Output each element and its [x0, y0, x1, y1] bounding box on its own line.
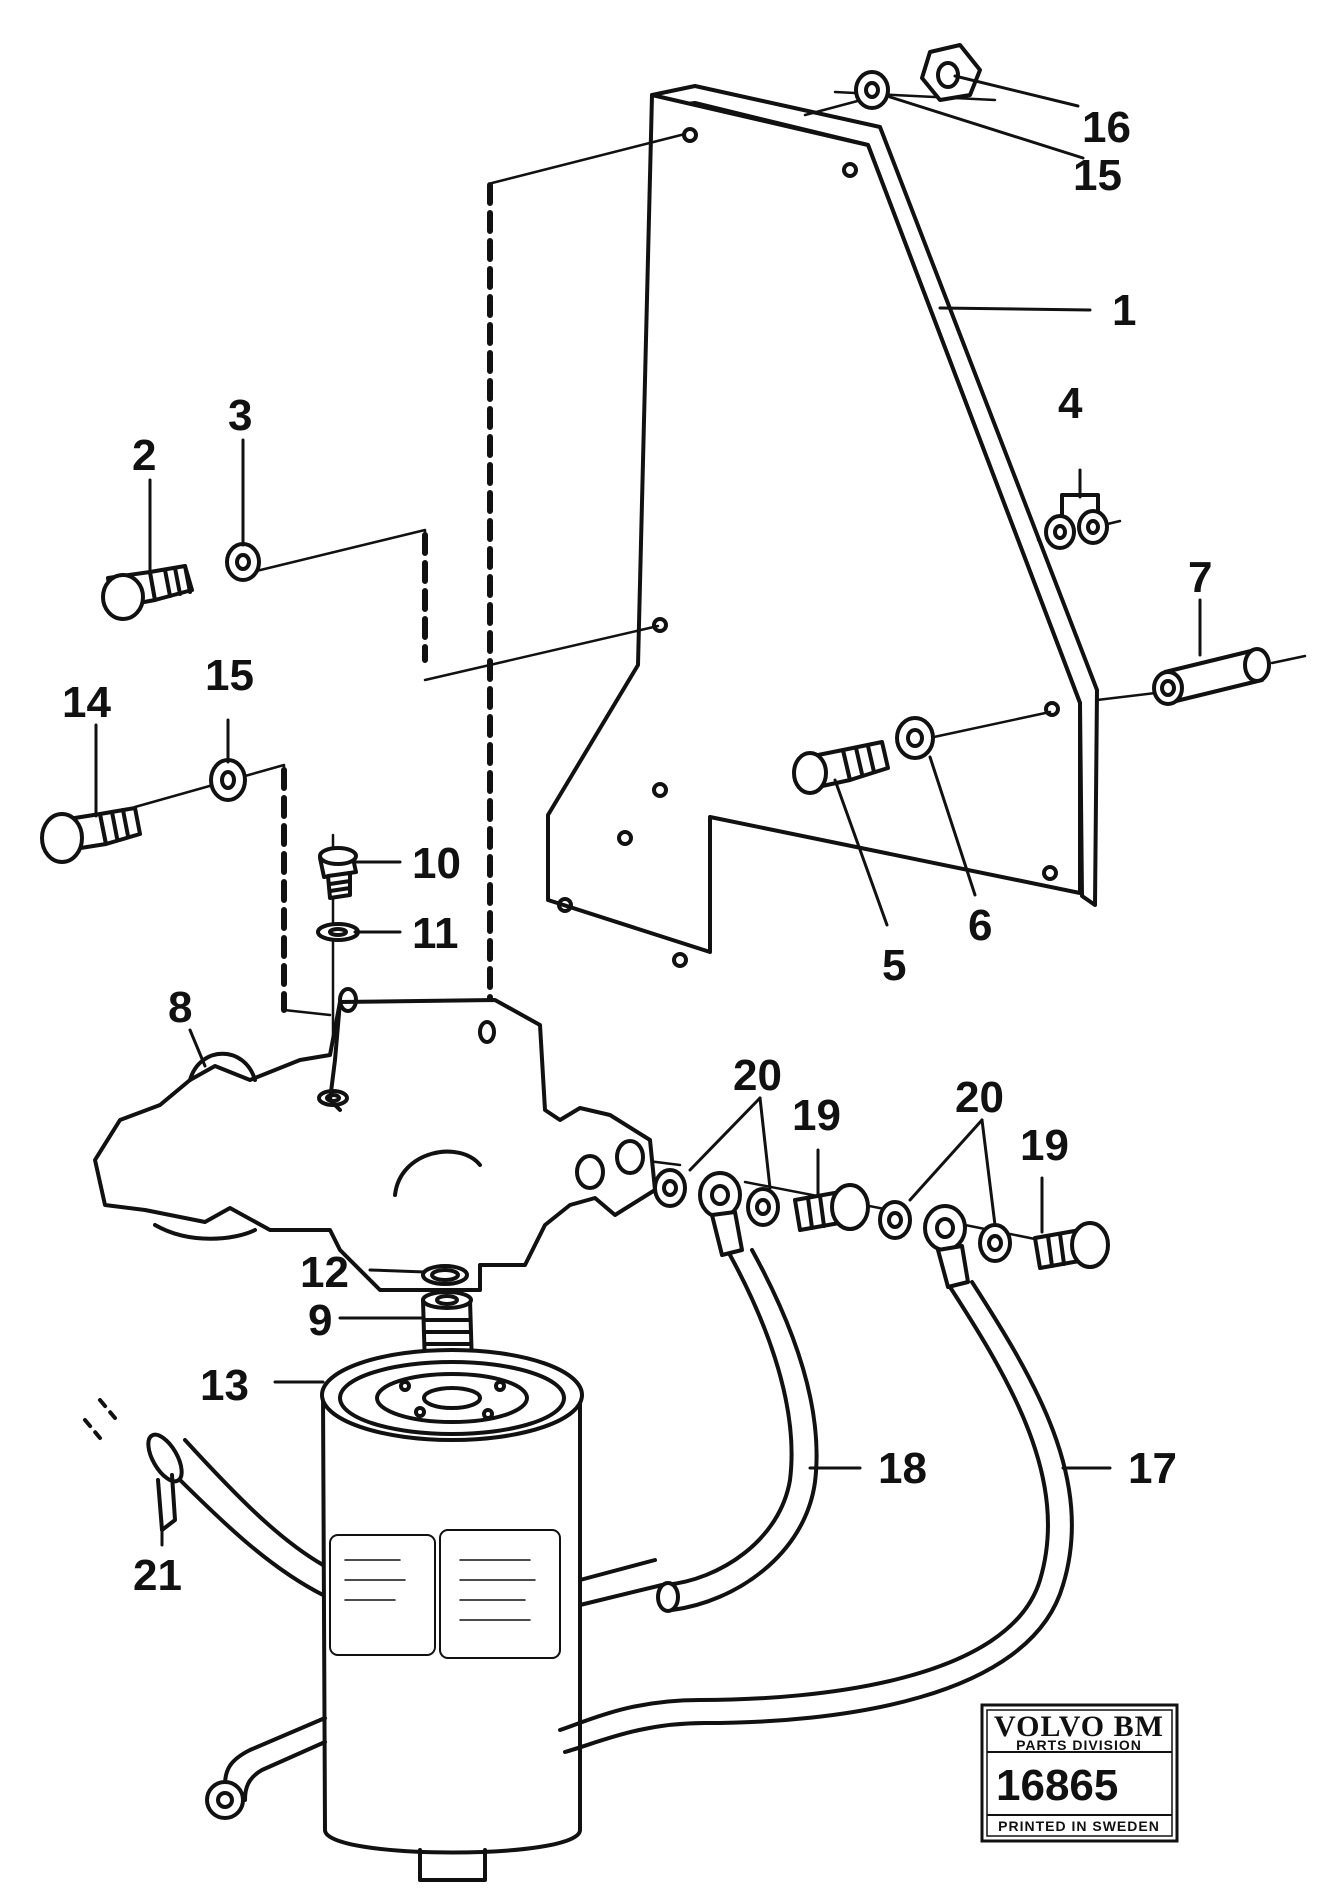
banjo-fitting-17: [923, 1204, 970, 1289]
banjo-fitting-18: [698, 1171, 744, 1257]
callout-17: 17: [1128, 1444, 1177, 1493]
bracket-plate: [546, 84, 1099, 968]
callout-3: 3: [228, 391, 252, 440]
callout-14: 14: [62, 678, 111, 727]
washer-15-top: [854, 70, 890, 110]
callout-16: 16: [1082, 103, 1131, 152]
seal-12: [421, 1264, 469, 1286]
callout-1: 1: [1112, 286, 1136, 335]
callout-15-top: 15: [1073, 151, 1122, 200]
callout-20-b: 20: [955, 1073, 1004, 1122]
filter-cartridge-13: [320, 1348, 584, 1882]
callout-5: 5: [882, 941, 906, 990]
spacer-pair-4: [1044, 493, 1109, 550]
callout-13: 13: [200, 1361, 249, 1410]
callout-21: 21: [133, 1551, 182, 1600]
hose-17: [558, 1280, 1074, 1754]
banjo-bolt-19-a: [793, 1183, 870, 1232]
hose-lower: [205, 1558, 664, 1820]
callout-10: 10: [412, 839, 461, 888]
callout-18: 18: [878, 1444, 927, 1493]
callout-8: 8: [168, 983, 192, 1032]
callout-20-a: 20: [733, 1051, 782, 1100]
callout-11: 11: [412, 909, 459, 958]
washer-20-d: [978, 1223, 1012, 1263]
bolt-2: [101, 564, 194, 621]
callout-19-a: 19: [792, 1091, 841, 1140]
hose-21: [83, 1398, 325, 1597]
parts-stamp: VOLVO BM PARTS DIVISION 16865 PRINTED IN…: [980, 1703, 1179, 1843]
callout-4: 4: [1058, 379, 1083, 428]
filter-head-8: [93, 987, 657, 1292]
bolt-14: [40, 806, 142, 864]
leader-lines: [94, 74, 1202, 1547]
stamp-number: 16865: [996, 1761, 1118, 1810]
washer-15-left: [209, 758, 247, 802]
bolt-5: [792, 740, 890, 795]
stamp-brand: VOLVO BM: [994, 1710, 1164, 1743]
callout-9: 9: [308, 1296, 332, 1345]
callout-12: 12: [300, 1248, 349, 1297]
callout-6: 6: [968, 901, 992, 950]
hose-18: [656, 1248, 819, 1613]
callout-19-b: 19: [1020, 1121, 1069, 1170]
dashed-alignment-lines: [281, 182, 493, 1013]
sleeve-7: [1152, 647, 1271, 706]
stamp-printed: PRINTED IN SWEDEN: [998, 1818, 1160, 1834]
washer-6: [895, 716, 935, 760]
seal-11: [316, 922, 360, 942]
callout-labels: 1 2 3 4 5 6 7 8 9 10 11 12 13 14 15 15 1…: [62, 103, 1212, 1600]
callout-2: 2: [132, 431, 156, 480]
callout-7: 7: [1188, 553, 1212, 602]
washer-20-c: [878, 1200, 912, 1240]
banjo-bolt-19-b: [1033, 1221, 1110, 1270]
washer-3: [225, 542, 261, 582]
stamp-division: PARTS DIVISION: [1016, 1737, 1142, 1753]
callout-15-left: 15: [205, 651, 254, 700]
nut-16: [920, 43, 982, 102]
plug-10: [318, 846, 358, 900]
washer-20-b: [746, 1187, 780, 1227]
washer-20-a: [653, 1168, 687, 1208]
